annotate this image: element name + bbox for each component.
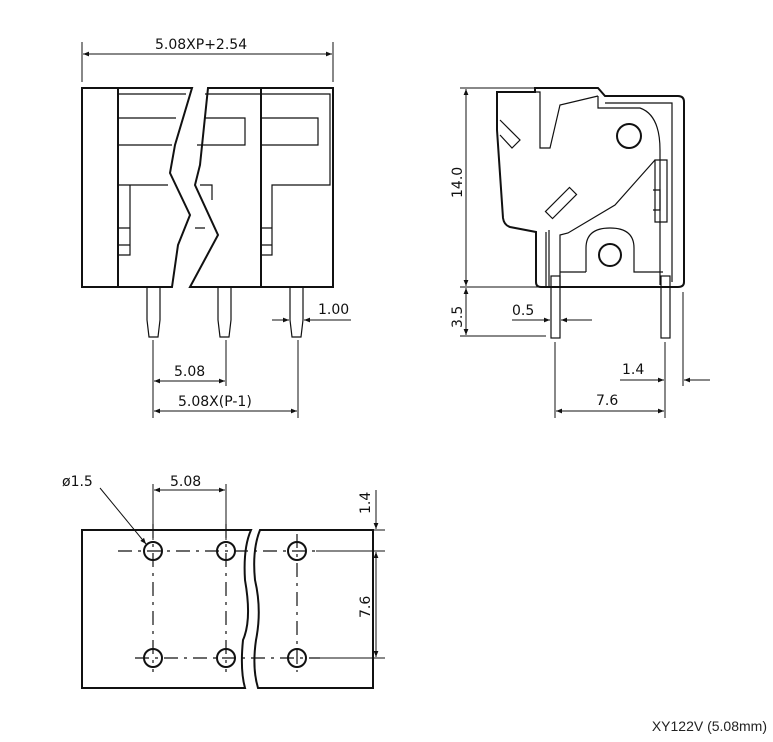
bottom-pitch-label: 5.08 <box>170 474 201 490</box>
height-label: 14.0 <box>450 167 466 198</box>
holes <box>143 541 307 668</box>
pin-offset-label: 1.4 <box>622 362 644 378</box>
overall-width-label: 5.08XP+2.54 <box>155 37 247 53</box>
pitch-label: 5.08 <box>174 364 205 380</box>
part-caption: XY122V (5.08mm) <box>651 718 767 734</box>
edge-offset-label: 1.4 <box>358 492 374 514</box>
pin-spacing-label: 7.6 <box>596 393 618 409</box>
pins <box>146 287 304 338</box>
pin-length-label: 3.5 <box>450 306 466 328</box>
hole-diameter-label: ø1.5 <box>62 474 93 490</box>
row-spacing-label: 7.6 <box>358 596 374 618</box>
pin-thickness-label: 0.5 <box>512 303 534 319</box>
bottom-view: ø1.5 5.08 1.4 7.6 <box>62 474 385 689</box>
pin-span-label: 5.08X(P-1) <box>178 394 252 410</box>
front-view: 5.08XP+2.54 1.00 5.08 5.08X(P-1) <box>81 37 351 418</box>
pin-width-label: 1.00 <box>318 302 349 318</box>
side-view: 14.0 3.5 0.5 1.4 7.6 <box>450 87 710 418</box>
